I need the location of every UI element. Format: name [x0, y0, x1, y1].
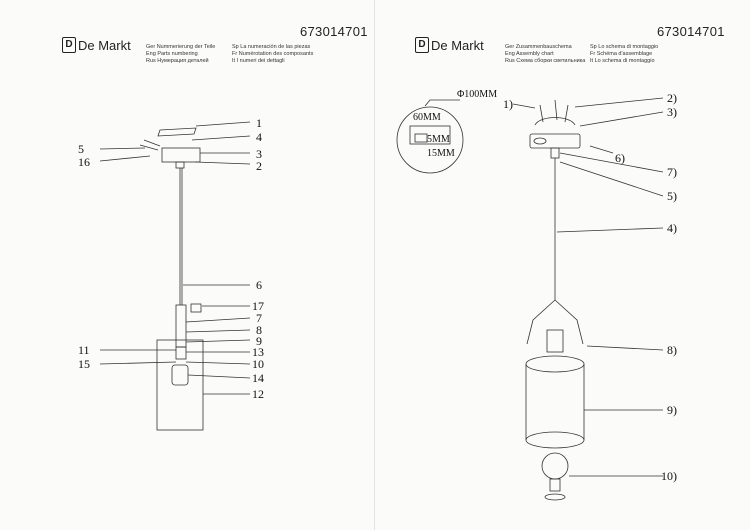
assembly-label: 1): [503, 97, 513, 111]
part-label: 5: [78, 142, 84, 156]
part-label: 2: [256, 159, 262, 173]
bulb: [171, 364, 189, 386]
part-label: 13: [252, 345, 264, 359]
assembly-label: 2): [667, 91, 677, 105]
part-label: 1: [256, 116, 262, 130]
assembly-label: 3): [667, 105, 677, 119]
part-label: 3: [256, 147, 262, 161]
glass-shade: [525, 431, 585, 449]
assembly-label: 9): [667, 403, 677, 417]
detail-dim-60: 60MM: [413, 112, 441, 123]
canopy: [529, 133, 581, 149]
part-label: 11: [78, 343, 90, 357]
part-label: 14: [252, 371, 264, 385]
language-column-2: Sp Lo schema di montaggio Fr Schéma d'as…: [590, 44, 659, 64]
part-label: 12: [252, 387, 264, 401]
shade-top: [525, 355, 585, 373]
part-label: 15: [78, 357, 90, 371]
clip: [190, 303, 202, 313]
glass-shade: [156, 339, 204, 431]
assembly-label: 10): [661, 469, 677, 483]
lamp-holder: [175, 304, 187, 348]
part-label: 17: [252, 299, 264, 313]
brand-name: De Markt: [431, 37, 484, 53]
canopy: [161, 147, 201, 163]
page-fold: [374, 0, 375, 530]
cable-grip: [550, 147, 560, 159]
language-column-1: Ger Zusammenbauschema Eng Assembly chart…: [505, 44, 586, 64]
part-label: 6: [256, 278, 262, 292]
brand-name: De Markt: [78, 37, 131, 53]
logo-mark-icon: D: [62, 37, 76, 53]
assembly-label: 5): [667, 189, 677, 203]
assembly-label: 4): [667, 221, 677, 235]
mounting-bracket: [534, 117, 576, 126]
language-column-1: Ger Nummerierung der Teile Eng Parts num…: [146, 44, 216, 64]
product-code: 673014701: [300, 24, 368, 39]
language-column-2: Sp La numeración de las piezas Fr Numéro…: [232, 44, 314, 64]
bulb-icon: [541, 452, 569, 480]
product-code: 673014701: [657, 24, 725, 39]
part-label: 4: [256, 130, 262, 144]
shade-holder: [526, 299, 584, 345]
part-label: 16: [78, 155, 90, 169]
lamp-socket: [546, 329, 564, 353]
part-label: 7: [256, 311, 262, 325]
mounting-bracket: [157, 127, 197, 137]
parts-diagram: [99, 121, 251, 431]
cable-grip: [175, 161, 185, 169]
detail-dim-15: 15MM: [427, 148, 455, 159]
part-label: 9: [256, 334, 262, 348]
detail-circle: [396, 106, 464, 174]
part-label: 10: [252, 357, 264, 371]
screws: [139, 139, 161, 151]
assembly-label: 8): [667, 343, 677, 357]
detail-diameter: Φ100MM: [457, 89, 498, 100]
part-label: 8: [256, 323, 262, 337]
assembly-label: 6): [615, 151, 625, 165]
detail-dim-5: 5MM: [427, 134, 450, 145]
assembly-label: 7): [667, 165, 677, 179]
assembly-diagram: [396, 97, 664, 501]
logo-mark-icon: D: [415, 37, 429, 53]
